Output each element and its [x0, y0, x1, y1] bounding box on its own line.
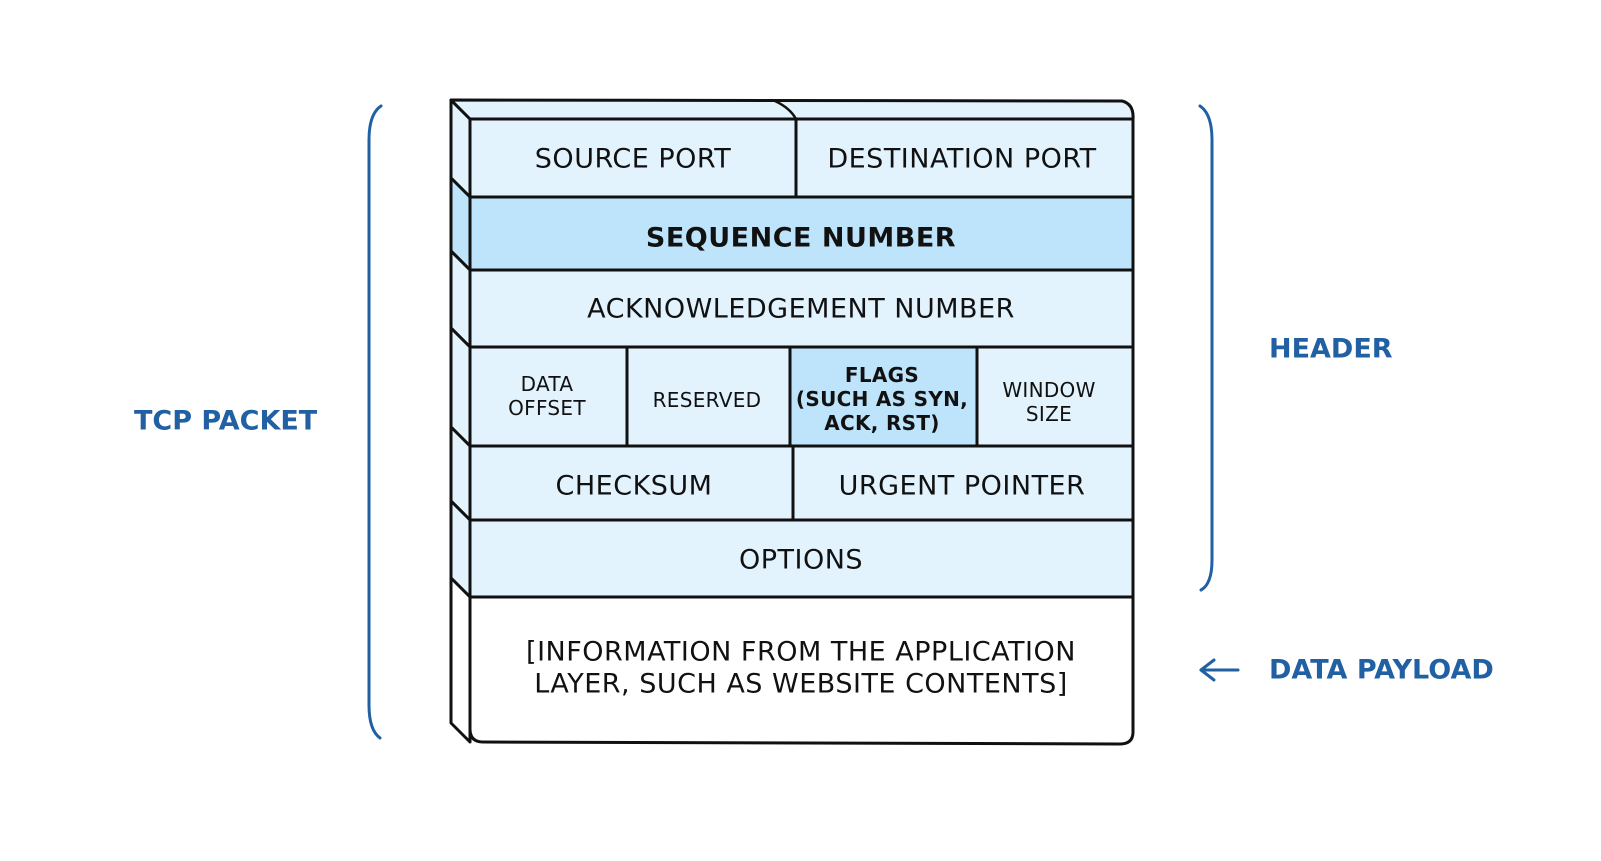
data-offset-label-line-1: DATA — [521, 372, 574, 396]
source-port-label: SOURCE PORT — [535, 144, 731, 175]
tcp-packet-label: TCP PACKET — [134, 406, 318, 437]
flags-label-line-2: (SUCH AS SYN, — [796, 387, 968, 411]
data-payload-label: DATA PAYLOAD — [1269, 655, 1494, 686]
urgent-pointer-label: URGENT POINTER — [839, 471, 1086, 502]
options-label: OPTIONS — [739, 545, 863, 576]
payload-label-line-2: LAYER, SUCH AS WEBSITE CONTENTS] — [534, 669, 1068, 700]
tcp-packet-brace — [367, 104, 383, 740]
packet-top-face — [449, 98, 1135, 121]
packet-side-strip — [449, 98, 472, 744]
window-size-label-line-2: SIZE — [1026, 402, 1072, 426]
sequence-number-label: SEQUENCE NUMBER — [646, 223, 956, 254]
left-arrow-icon — [1199, 658, 1240, 682]
destination-port-label: DESTINATION PORT — [827, 144, 1096, 175]
flags-label-line-1: FLAGS — [845, 363, 919, 387]
window-size-label-line-1: WINDOW — [1002, 378, 1095, 402]
acknowledgement-number-label: ACKNOWLEDGEMENT NUMBER — [587, 294, 1015, 325]
payload-field — [468, 595, 1135, 746]
header-label: HEADER — [1269, 334, 1393, 365]
payload-label-line-1: [INFORMATION FROM THE APPLICATION — [526, 637, 1076, 668]
header-brace — [1198, 104, 1214, 592]
flags-label-line-3: ACK, RST) — [824, 411, 940, 435]
reserved-label: RESERVED — [653, 388, 762, 412]
data-offset-label-line-2: OFFSET — [508, 396, 586, 420]
checksum-label: CHECKSUM — [556, 471, 713, 502]
